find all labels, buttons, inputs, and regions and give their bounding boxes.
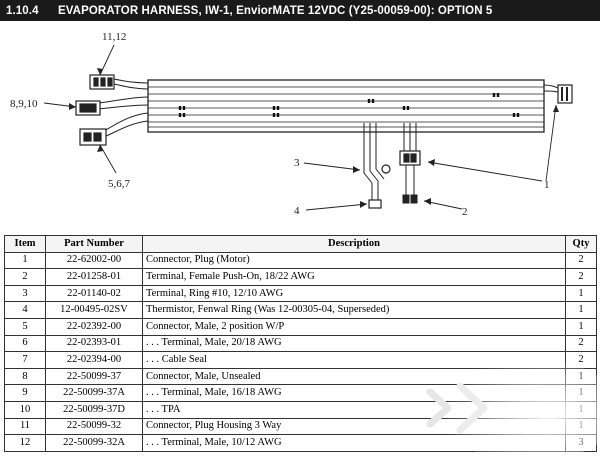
- table-header-row: Item Part Number Description Qty: [4, 235, 597, 253]
- part-number-cell: 22-50099-37A: [45, 384, 143, 402]
- terminal-connector-item-1: [399, 150, 421, 166]
- section-title: EVAPORATOR HARNESS, IW-1, EnviorMATE 12V…: [58, 4, 493, 17]
- part-number-cell: 22-50099-32A: [45, 434, 143, 452]
- description-cell: Connector, Male, Unsealed: [142, 367, 566, 386]
- item-cell: 3: [4, 284, 46, 303]
- item-cell: 8: [4, 367, 46, 386]
- description-cell: . . . Terminal, Male, 20/18 AWG: [142, 334, 566, 353]
- connector-item-1-right: [557, 84, 573, 104]
- connector-11-12: [89, 74, 115, 90]
- connector-5-6-7: [79, 128, 107, 146]
- drop-wires: [363, 123, 417, 201]
- item-cell: 11: [4, 417, 46, 436]
- thermistor-item-4: [368, 199, 382, 209]
- callout-3: 3: [294, 157, 300, 169]
- description-cell: Terminal, Female Push-On, 18/22 AWG: [142, 268, 566, 286]
- item-cell: 12: [4, 434, 46, 452]
- description-cell: Connector, Plug (Motor): [142, 251, 566, 270]
- qty-cell: 2: [565, 268, 597, 286]
- item-cell: 4: [4, 301, 46, 319]
- item-cell: 7: [4, 351, 46, 369]
- item-cell: 10: [4, 400, 46, 419]
- description-cell: . . . Cable Seal: [142, 351, 566, 369]
- part-number-cell: 22-50099-37: [45, 367, 143, 386]
- part-number-cell: 22-50099-37D: [45, 400, 143, 419]
- part-number-cell: 22-02394-00: [45, 351, 143, 369]
- part-number-cell: 22-62002-00: [45, 251, 143, 270]
- qty-cell: 2: [565, 251, 597, 270]
- callout-8-9-10: 8,9,10: [10, 98, 38, 110]
- item-cell: 9: [4, 384, 46, 402]
- description-cell: . . . Terminal, Male, 16/18 AWG: [142, 384, 566, 402]
- section-header: 1.10.4 EVAPORATOR HARNESS, IW-1, EnviorM…: [0, 0, 600, 21]
- callout-1: 1: [544, 179, 550, 191]
- qty-cell: 3: [565, 434, 597, 452]
- qty-cell: 1: [565, 384, 597, 402]
- section-number: 1.10.4: [6, 4, 39, 17]
- qty-cell: 1: [565, 317, 597, 336]
- qty-cell: 1: [565, 417, 597, 436]
- qty-cell: 1: [565, 301, 597, 319]
- item-cell: 5: [4, 317, 46, 336]
- callout-5-6-7: 5,6,7: [108, 178, 131, 190]
- harness-diagram: 11,12 8,9,10 5,6,7 3 4 1 2: [10, 31, 573, 218]
- qty-cell: 1: [565, 400, 597, 419]
- part-number-cell: 22-01258-01: [45, 268, 143, 286]
- main-wire-bundle: [98, 78, 561, 138]
- callout-4: 4: [294, 205, 300, 217]
- part-number-cell: 12-00495-02SV: [45, 301, 143, 319]
- leader-arrowheads: [69, 68, 559, 208]
- qty-cell: 1: [565, 284, 597, 303]
- qty-cell: 2: [565, 351, 597, 369]
- description-cell: . . . Terminal, Male, 10/12 AWG: [142, 434, 566, 452]
- item-cell: 1: [4, 251, 46, 270]
- column-header-qty: Qty: [565, 235, 597, 253]
- terminal-item-2: [402, 194, 418, 204]
- part-number-cell: 22-50099-32: [45, 417, 143, 436]
- description-cell: . . . TPA: [142, 400, 566, 419]
- callout-11-12: 11,12: [102, 31, 126, 43]
- part-number-cell: 22-02392-00: [45, 317, 143, 336]
- description-cell: Thermistor, Fenwal Ring (Was 12-00305-04…: [142, 301, 566, 319]
- callout-2: 2: [462, 206, 468, 218]
- description-cell: Terminal, Ring #10, 12/10 AWG: [142, 284, 566, 303]
- item-cell: 6: [4, 334, 46, 353]
- connector-8-9-10: [75, 100, 101, 116]
- column-header-part-number: Part Number: [45, 235, 143, 253]
- item-cell: 2: [4, 268, 46, 286]
- qty-cell: 1: [565, 367, 597, 386]
- leader-lines: [43, 44, 557, 211]
- part-number-cell: 22-01140-02: [45, 284, 143, 303]
- column-header-item: Item: [4, 235, 46, 253]
- ring-terminal-item-3: [381, 164, 391, 174]
- part-number-cell: 22-02393-01: [45, 334, 143, 353]
- description-cell: Connector, Male, 2 position W/P: [142, 317, 566, 336]
- description-cell: Connector, Plug Housing 3 Way: [142, 417, 566, 436]
- qty-cell: 2: [565, 334, 597, 353]
- column-header-description: Description: [142, 235, 566, 253]
